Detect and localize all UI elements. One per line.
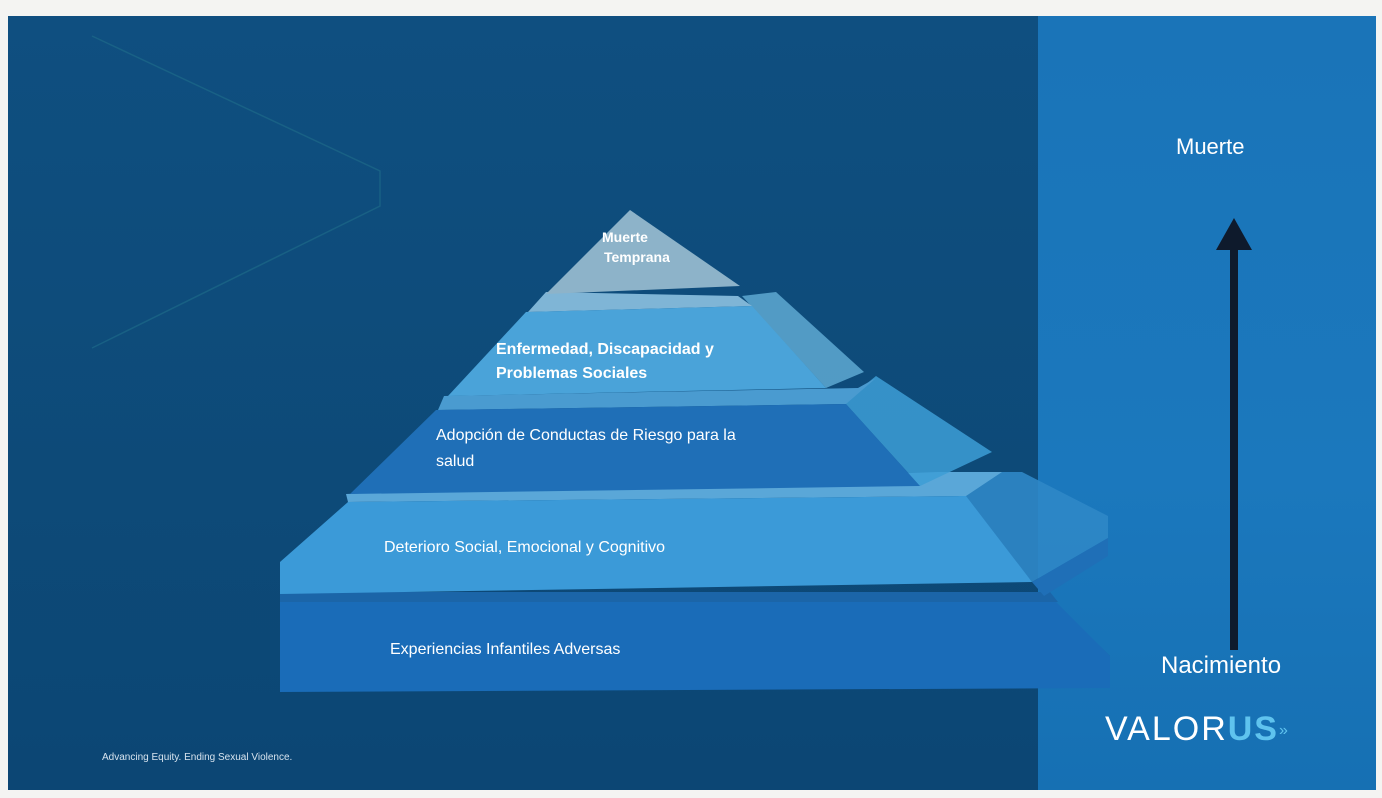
- level-deterioro-side: [938, 472, 1108, 582]
- tagline: Advancing Equity. Ending Sexual Violence…: [102, 752, 293, 763]
- level-enfermedad-label: Enfermedad, Discapacidad y Problemas Soc…: [496, 341, 718, 382]
- lifeline-top-label: Muerte: [1176, 134, 1245, 159]
- logo-accent-text: US: [1227, 710, 1279, 748]
- pyramid-diagram: Muerte Temprana Enfermedad, Discapacidad…: [91, 35, 1252, 692]
- level-experiencias-block: [280, 602, 1110, 692]
- level-deterioro-side-band: [1032, 538, 1108, 596]
- level-enfermedad-shelf: [528, 292, 752, 312]
- level-enfermedad-side: [742, 292, 864, 388]
- level-experiencias-label: Experiencias Infantiles Adversas: [390, 641, 620, 658]
- level-conductas-side: [844, 376, 992, 486]
- level-deterioro-label: Deterioro Social, Emocional y Cognitivo: [384, 539, 665, 556]
- slide: Muerte Temprana Enfermedad, Discapacidad…: [8, 16, 1376, 790]
- level-conductas-shelf: [438, 378, 876, 410]
- level-conductas-label: Adopción de Conductas de Riesgo para la …: [436, 427, 740, 470]
- level-conductas-block: [350, 404, 920, 494]
- level-muerte-temprana-label: Muerte Temprana: [602, 229, 670, 265]
- level-experiencias-shelf: [280, 592, 1058, 602]
- level-deterioro-block: [280, 496, 1032, 594]
- logo-main-text: VALOR: [1105, 710, 1228, 748]
- valorus-logo: VALORUS»: [1105, 710, 1290, 749]
- lifeline-bottom-label: Nacimiento: [1161, 652, 1282, 679]
- lifeline-arrow-head: [1216, 218, 1252, 250]
- level-muerte-temprana-block: [546, 210, 740, 294]
- logo-chevron-icon: »: [1278, 722, 1290, 740]
- level-enfermedad-block: [448, 306, 826, 396]
- decorative-chevron: [91, 35, 381, 349]
- lifeline-arrow-shaft: [1230, 244, 1238, 650]
